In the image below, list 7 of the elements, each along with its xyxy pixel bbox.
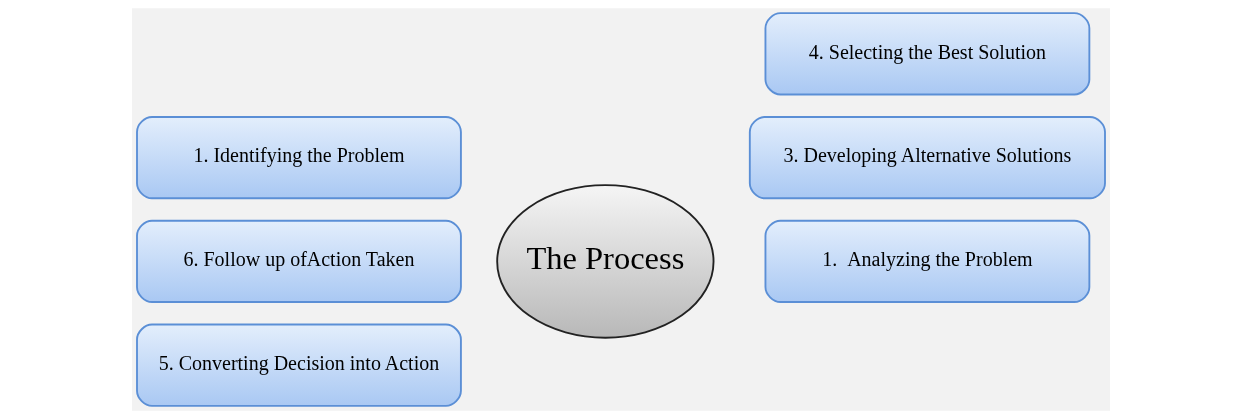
node-box: 1. Analyzing the Problem (764, 219, 1091, 303)
node-box: 1. Identifying the Problem (136, 116, 462, 200)
node-box: 6. Follow up ofAction Taken (136, 219, 462, 303)
node-box: 4. Selecting the Best Solution (764, 12, 1091, 96)
node-box: 5. Converting Decision into Action (136, 323, 462, 407)
node-box: 3. Developing Alternative Solutions (748, 116, 1106, 200)
node-ellipse: The Process (496, 184, 715, 339)
